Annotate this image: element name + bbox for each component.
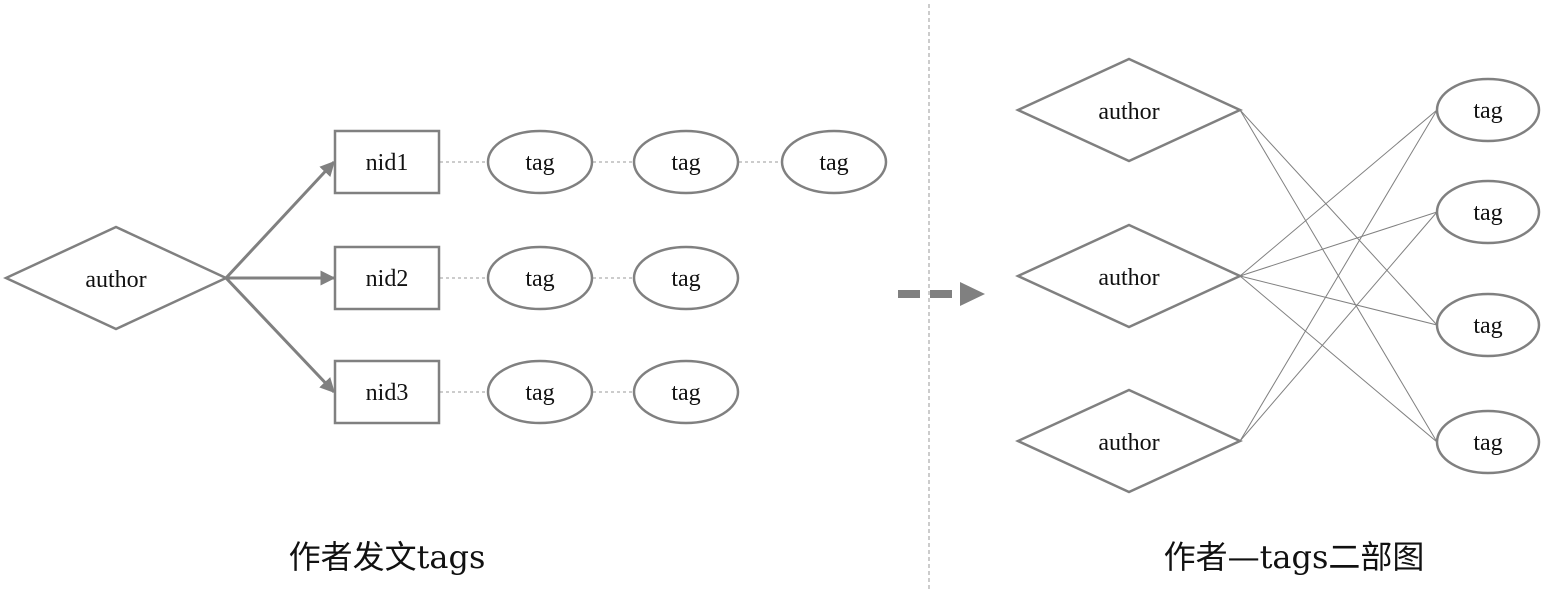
nid1-node: nid1 (333, 129, 441, 195)
bipartite-edge (1239, 109, 1438, 442)
nid2-node: nid2 (333, 245, 441, 311)
left-caption: 作者发文tags (289, 538, 486, 576)
tag-label: tag (525, 150, 554, 176)
bipartite-edge (1239, 275, 1438, 326)
nid2-tag-1: tag (486, 245, 594, 311)
nid1-tag-3: tag (780, 129, 888, 195)
nid2-label: nid2 (366, 266, 409, 292)
right-author-3: author (1015, 388, 1243, 494)
tag-label: tag (819, 150, 848, 176)
transition-arrow (898, 282, 985, 306)
right-tag-4: tag (1435, 409, 1541, 475)
right-panel: author author author tag tag tag tag 作者—… (1015, 57, 1541, 576)
nid3-node: nid3 (333, 359, 441, 425)
tag-label: tag (671, 266, 700, 292)
nid1-tag-1: tag (486, 129, 594, 195)
bipartite-edges (1239, 109, 1438, 443)
tag-label: tag (1473, 200, 1502, 226)
nid2-tag-2: tag (632, 245, 740, 311)
tag-label: tag (1473, 98, 1502, 124)
edge-author-nid1 (224, 160, 336, 280)
author-label: author (85, 267, 146, 293)
author-label: author (1098, 99, 1159, 125)
right-tag-3: tag (1435, 292, 1541, 358)
nid1-tag-2: tag (632, 129, 740, 195)
bipartite-edge (1239, 211, 1438, 442)
left-panel: author nid1 nid2 nid3 tag tag tag (3, 129, 888, 576)
author-label: author (1098, 430, 1159, 456)
right-author-2: author (1015, 223, 1243, 329)
right-tag-1: tag (1435, 77, 1541, 143)
author-node: author (3, 225, 229, 331)
tag-label: tag (1473, 313, 1502, 339)
right-caption: 作者—tags二部图 (1164, 538, 1425, 576)
tag-label: tag (671, 380, 700, 406)
author-label: author (1098, 265, 1159, 291)
tag-label: tag (671, 150, 700, 176)
tag-label: tag (1473, 430, 1502, 456)
nid3-label: nid3 (366, 380, 409, 406)
bipartite-edge (1239, 109, 1438, 326)
bipartite-edge (1239, 275, 1438, 443)
bipartite-edge (1239, 211, 1438, 277)
edge-author-nid3 (224, 276, 336, 394)
nid1-label: nid1 (366, 150, 409, 176)
tag-label: tag (525, 380, 554, 406)
nid3-tag-1: tag (486, 359, 594, 425)
right-author-1: author (1015, 57, 1243, 163)
nid3-tag-2: tag (632, 359, 740, 425)
bipartite-edge (1239, 109, 1438, 277)
right-tag-2: tag (1435, 179, 1541, 245)
tag-label: tag (525, 266, 554, 292)
